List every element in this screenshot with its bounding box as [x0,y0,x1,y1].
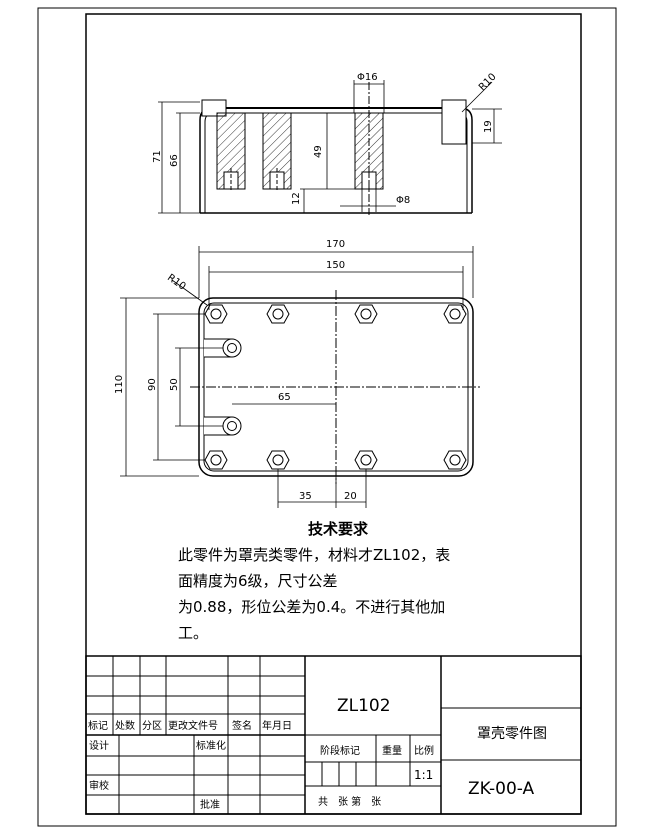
title-block [85,655,582,815]
tb-check: 审校 [89,779,109,792]
tb-date: 年月日 [262,719,292,732]
tb-zone: 分区 [142,720,162,732]
front-section-view [199,82,473,215]
tb-design: 设计 [89,739,109,752]
tb-stage-mark: 阶段标记 [320,744,360,757]
dim-66: 66 [169,154,180,167]
plan-dimensions [120,246,474,508]
plan-view [190,290,480,484]
dim-49: 49 [313,145,324,158]
tb-scale: 比例 [414,744,434,757]
inner-frame [85,13,582,815]
tb-mark: 标记 [88,720,108,732]
outer-border [37,7,617,827]
tb-part-name: 罩壳零件图 [477,725,547,742]
dim-r10-plan: R10 [165,272,187,292]
tb-scale-value: 1:1 [414,768,433,782]
dim-90: 90 [147,378,158,391]
dim-150: 150 [326,260,345,271]
tb-drawing-no: ZK-00-A [468,779,535,799]
title-block-text: 标记 处数 分区 更改文件号 签名 年月日 设计 标准化 审校 批准 ZL102… [88,696,547,811]
dim-19: 19 [483,120,494,133]
tb-change-doc: 更改文件号 [168,719,218,732]
requirements-line-4: 工。 [178,624,209,642]
dim-phi16: Φ16 [357,72,378,83]
tb-material: ZL102 [337,696,391,716]
requirements-line-2: 面精度为6级，尺寸公差 [178,572,338,590]
tb-sheets: 共 张 第 张 [318,795,381,808]
dim-r10-top: R10 [477,71,499,93]
requirements-line-3: 为0.88，形位公差为0.4。不进行其他加 [178,598,446,616]
tb-weight: 重量 [382,744,402,757]
front-dimensions [158,80,502,214]
dim-20: 20 [344,491,357,502]
plan-bosses [204,304,467,470]
dim-170: 170 [326,239,345,250]
tb-standardize: 标准化 [196,739,226,752]
dim-71: 71 [152,150,163,163]
technical-requirements: 技术要求 此零件为罩壳类零件，材料才ZL102，表 面精度为6级，尺寸公差 为0… [178,516,518,646]
tb-sign: 签名 [232,719,252,732]
tb-approve: 批准 [200,798,220,811]
tb-count: 处数 [115,719,135,732]
requirements-title: 技术要求 [307,520,368,538]
dim-phi8: Φ8 [396,195,410,206]
dim-12: 12 [291,192,302,205]
dim-110: 110 [114,375,125,394]
dim-35: 35 [299,491,312,502]
dim-50: 50 [169,378,180,391]
dim-65: 65 [278,392,291,403]
requirements-line-1: 此零件为罩壳类零件，材料才ZL102，表 [178,546,451,564]
